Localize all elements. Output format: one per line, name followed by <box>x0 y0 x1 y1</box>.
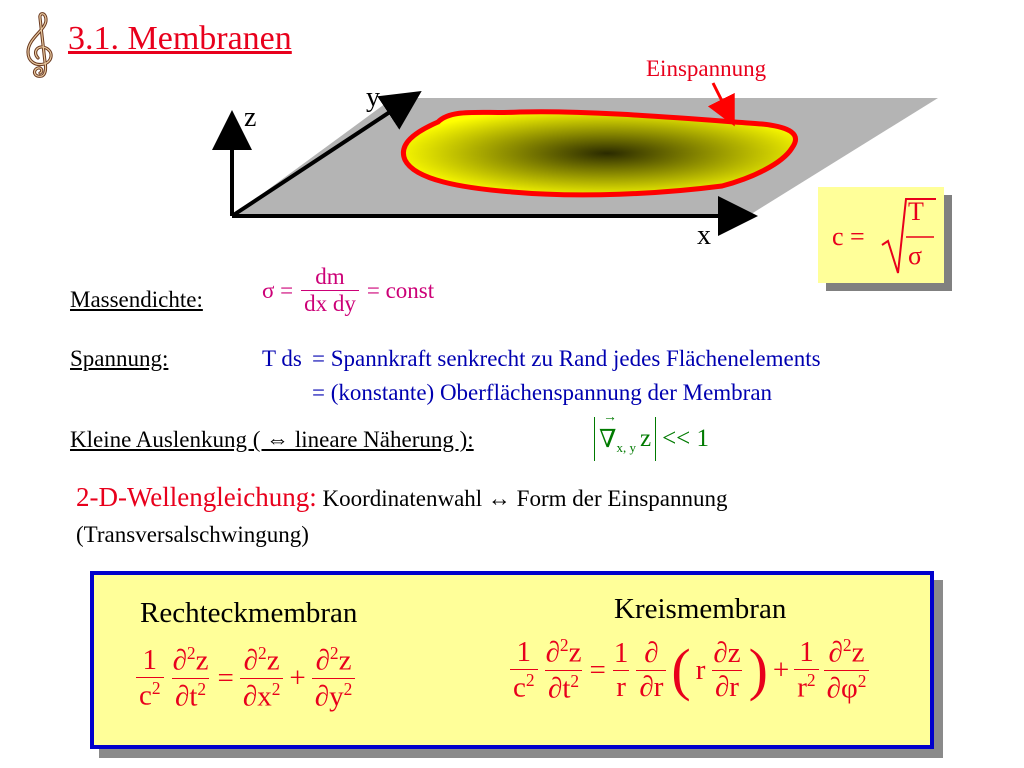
wave-speed-formula: c = T σ <box>818 187 944 283</box>
einspannung-label: Einspannung <box>646 56 767 81</box>
rect-membrane-title: Rechteckmembran <box>140 597 358 629</box>
sqrt-num: T <box>908 197 924 226</box>
axis-z-label: z <box>244 102 257 133</box>
tension-line2: = (konstante) Oberflächenspannung der Me… <box>312 380 773 405</box>
einspannung-arrow <box>707 82 735 127</box>
sqrt-sign <box>881 198 936 274</box>
circ-membrane-title: Kreismembran <box>614 593 787 625</box>
membrane-diagram <box>212 82 938 236</box>
axis-y-label: y <box>366 82 380 113</box>
wave-equation-heading: 2-D-Wellengleichung: Koordinatenwahl ↔ F… <box>76 482 728 512</box>
small-deflection-label: Kleine Auslenkung ( ⇔ lineare Näherung )… <box>70 427 474 452</box>
y-axis <box>230 90 422 218</box>
axis-x-label: x <box>697 220 711 251</box>
wave-equation-sub: (Transversalschwingung) <box>76 522 309 547</box>
mass-density-label: Massendichte: <box>70 287 203 312</box>
sqrt-den: σ <box>908 241 923 270</box>
tension-line1: = Spannkraft senkrecht zu Rand jedes Flä… <box>312 346 821 371</box>
page-title: 3.1. Membranen <box>68 20 292 57</box>
membrane <box>400 109 798 198</box>
treble-clef-icon <box>26 12 53 78</box>
mass-density-formula: σ = dm dx dy = const <box>262 264 435 316</box>
vector-arrow: → <box>603 410 617 425</box>
tension-lhs: T ds <box>262 346 302 371</box>
small-deflection-formula: → ∇ x, y z << 1 <box>594 410 709 462</box>
tension-label: Spannung: <box>70 346 169 371</box>
